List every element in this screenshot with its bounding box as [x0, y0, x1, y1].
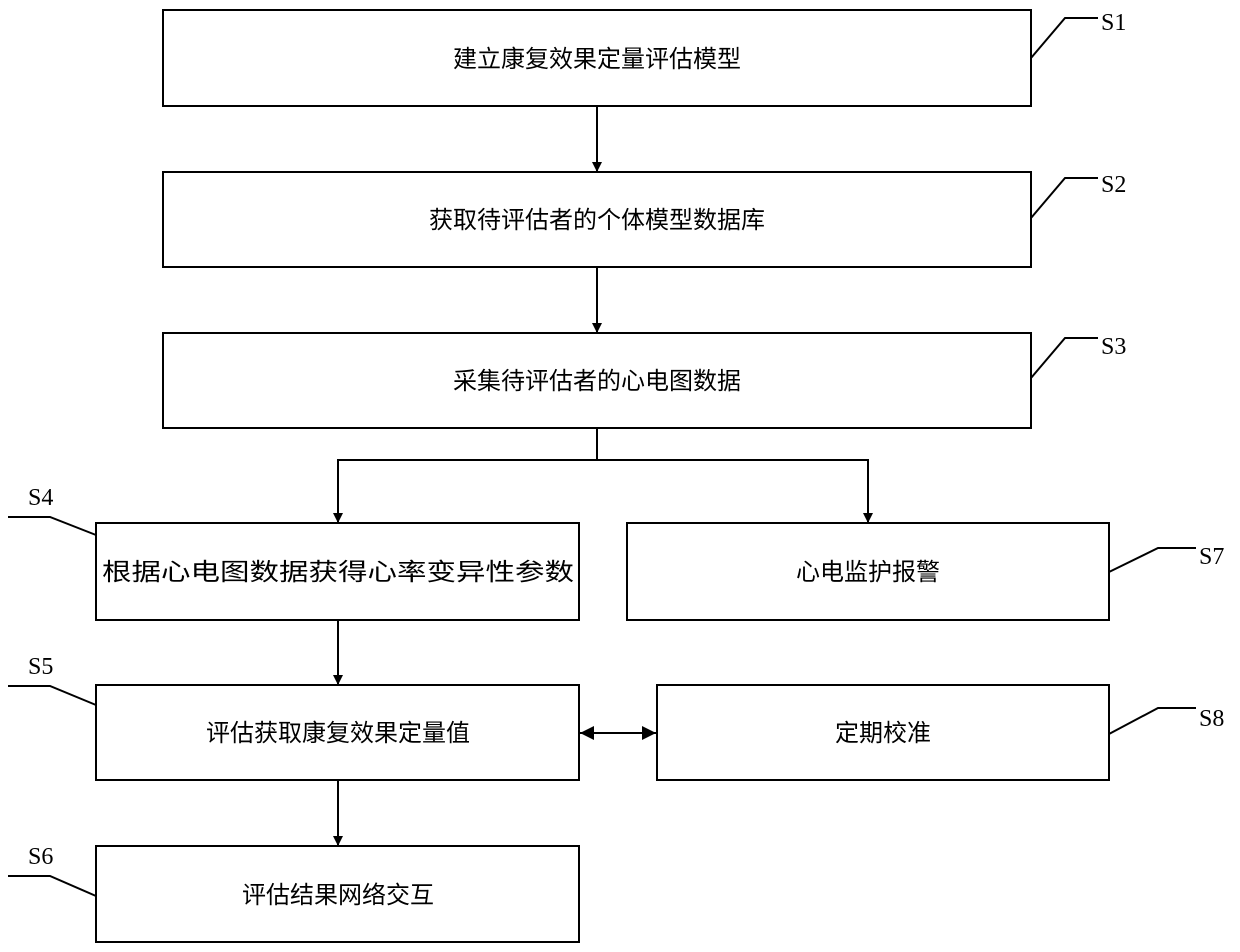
step-s1-leader	[1031, 18, 1098, 58]
step-s5: 评估获取康复效果定量值 S5	[8, 654, 579, 780]
step-s1-text: 建立康复效果定量评估模型	[453, 45, 741, 73]
step-s8-leader	[1109, 708, 1196, 734]
step-s3-label: S3	[1101, 334, 1126, 360]
step-s8-label: S8	[1199, 706, 1224, 732]
step-s2: 获取待评估者的个体模型数据库 S2	[163, 172, 1126, 267]
step-s4-label: S4	[28, 485, 53, 511]
step-s3: 采集待评估者的心电图数据 S3	[163, 333, 1126, 428]
step-s7-leader	[1109, 548, 1196, 572]
step-s4-text: 根据心电图数据获得心率变异性参数	[102, 558, 574, 586]
step-s4: 根据心电图数据获得心率变异性参数 S4	[8, 485, 579, 620]
step-s1-label: S1	[1101, 10, 1126, 36]
step-s6-leader	[8, 876, 96, 896]
step-s8-text: 定期校准	[835, 719, 931, 747]
step-s2-label: S2	[1101, 172, 1126, 198]
step-s3-leader	[1031, 338, 1098, 378]
step-s7-label: S7	[1199, 544, 1224, 570]
step-s6-label: S6	[28, 844, 53, 870]
step-s7: 心电监护报警 S7	[627, 523, 1224, 620]
step-s6: 评估结果网络交互 S6	[8, 844, 579, 942]
step-s5-label: S5	[28, 654, 53, 680]
step-s4-leader	[8, 517, 96, 535]
arrow-s3-branch	[338, 428, 868, 523]
step-s8: 定期校准 S8	[657, 685, 1224, 780]
step-s5-text: 评估获取康复效果定量值	[206, 719, 470, 747]
step-s7-text: 心电监护报警	[796, 558, 940, 586]
step-s3-text: 采集待评估者的心电图数据	[453, 367, 741, 395]
step-s1: 建立康复效果定量评估模型 S1	[163, 10, 1126, 106]
step-s2-text: 获取待评估者的个体模型数据库	[429, 206, 765, 234]
step-s6-text: 评估结果网络交互	[242, 881, 434, 909]
step-s2-leader	[1031, 178, 1098, 218]
step-s5-leader	[8, 686, 96, 705]
